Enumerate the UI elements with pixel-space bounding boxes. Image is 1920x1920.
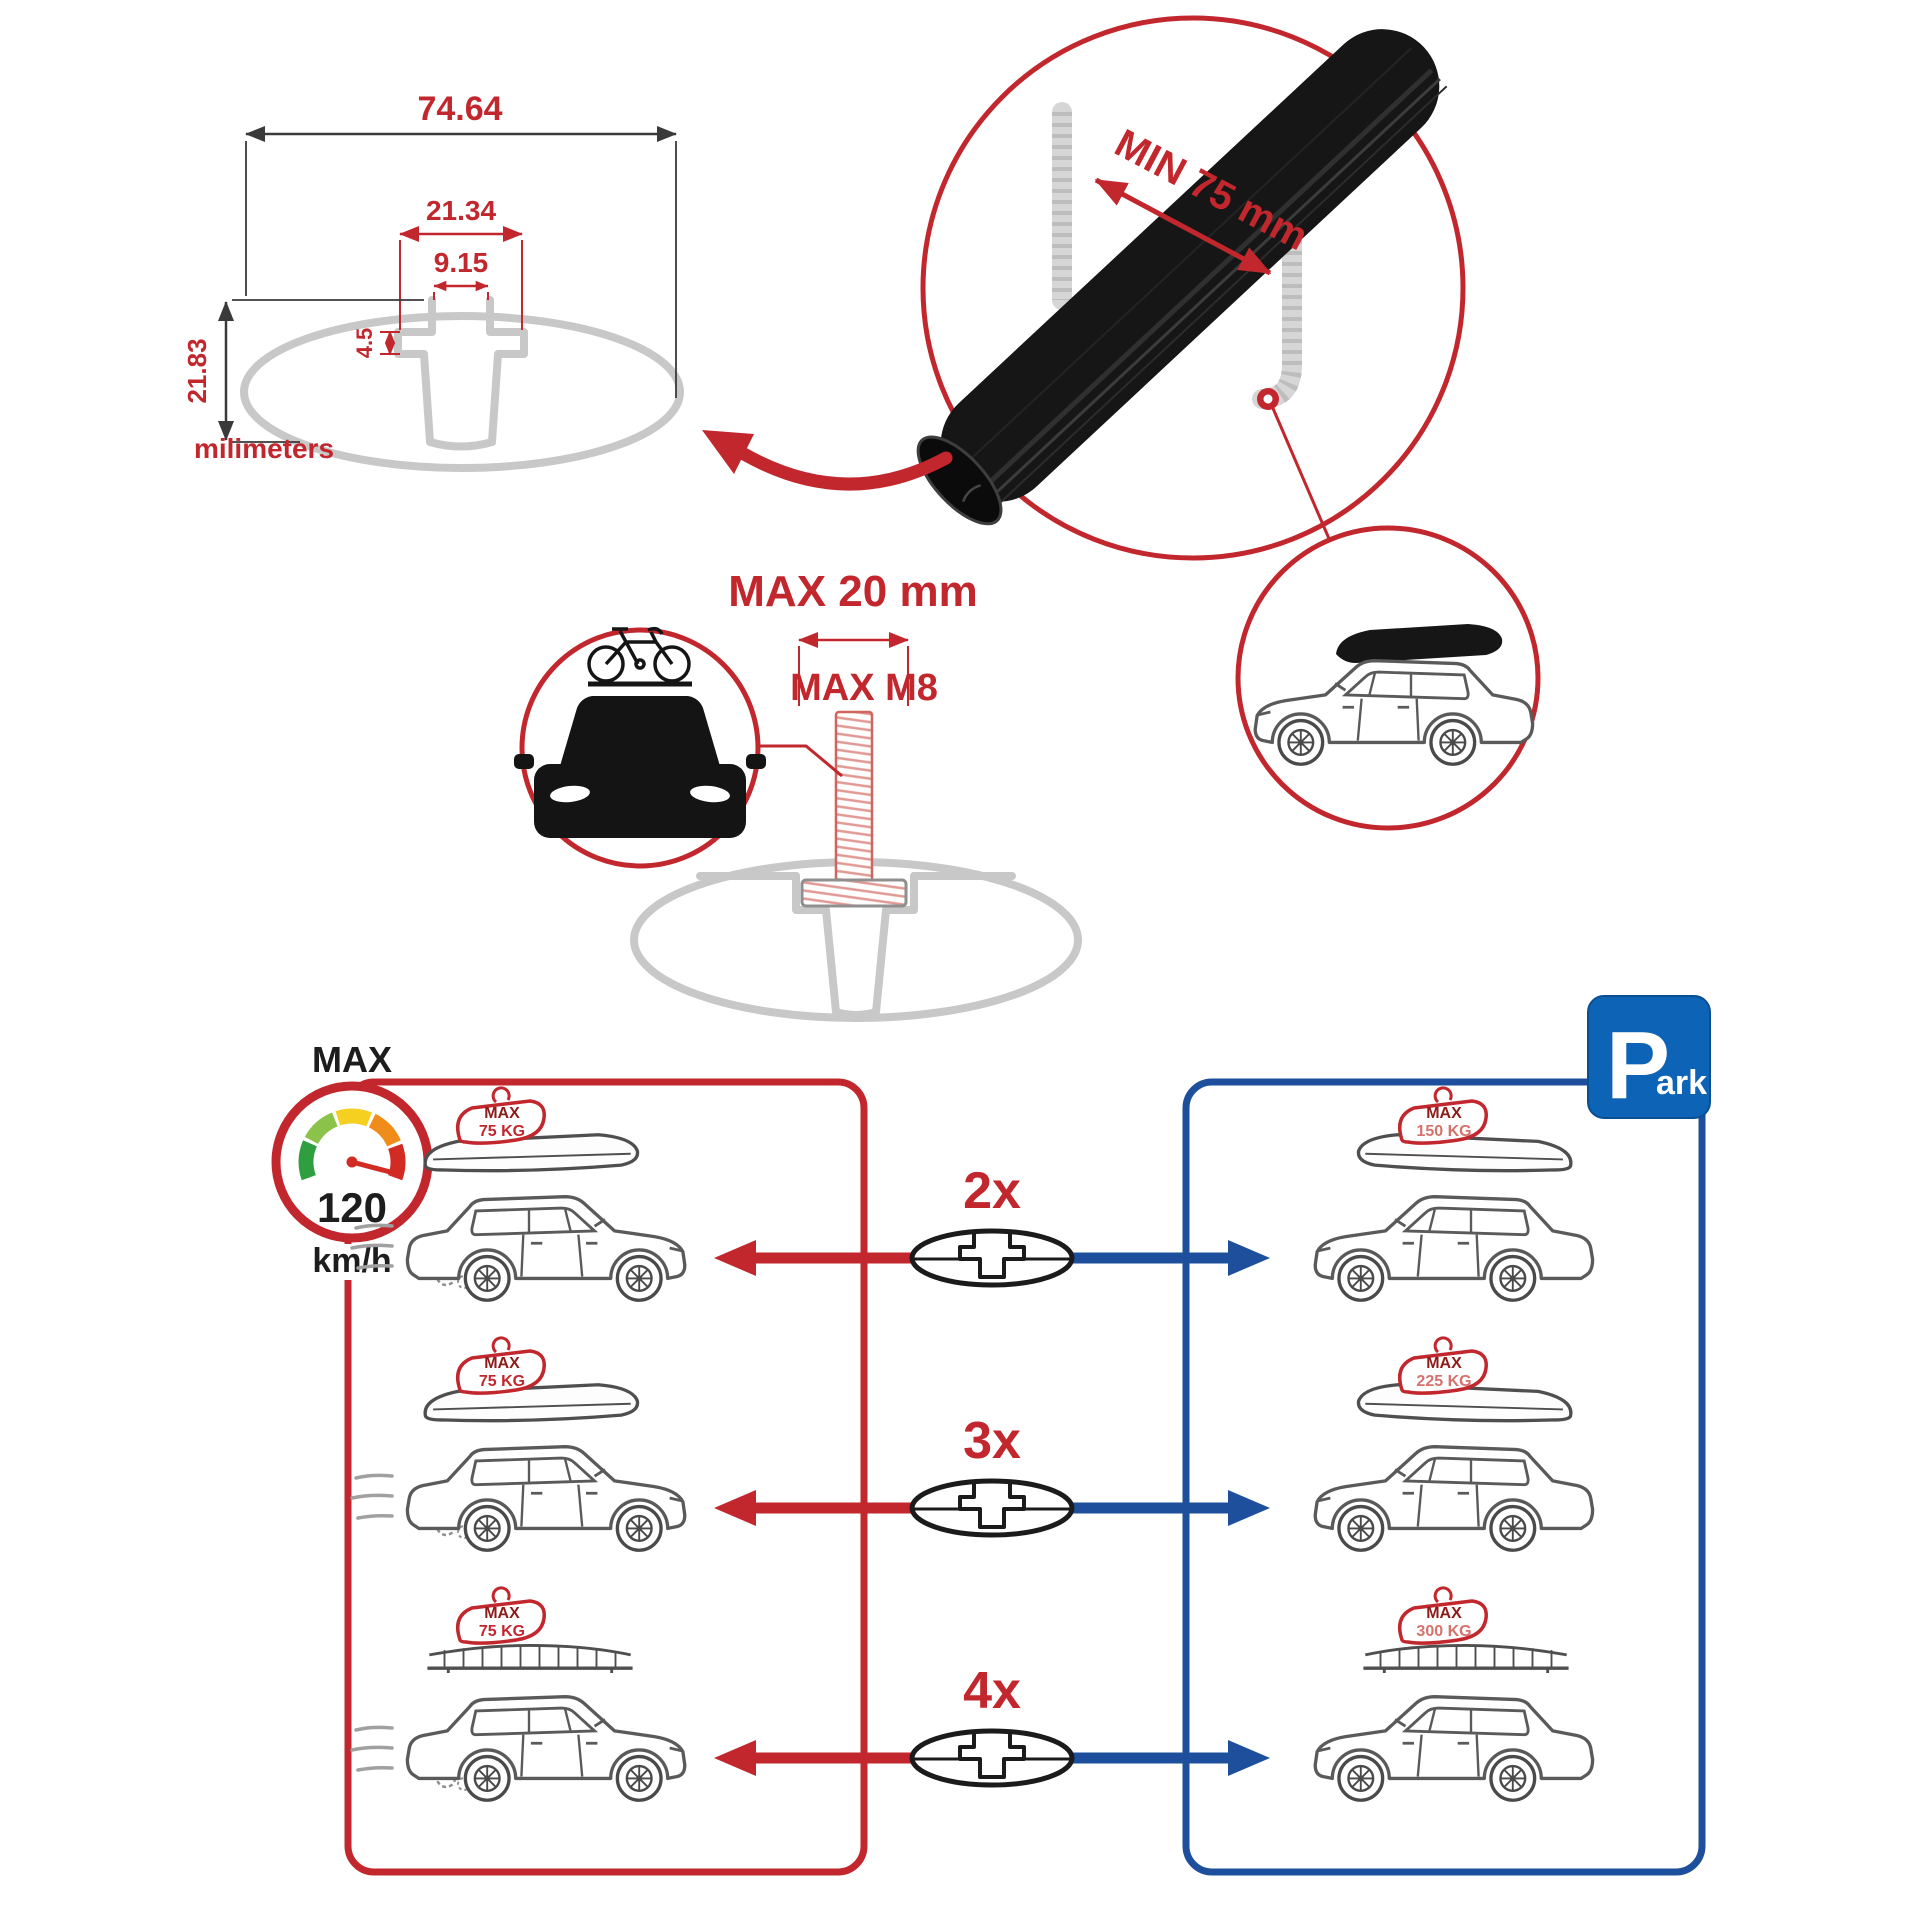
unit-label: milimeters xyxy=(194,433,334,464)
badge-max-label: MAX xyxy=(484,1605,520,1622)
crossbar-section-icon xyxy=(912,1231,1072,1285)
badge-load-value: 75 KG xyxy=(479,1373,525,1390)
badge-max-label: MAX xyxy=(484,1105,520,1122)
multiplier-row-3: 4x xyxy=(714,1662,1270,1785)
parked-row-2: MAX 225 KG xyxy=(1313,1336,1595,1552)
badge-load-value: 75 KG xyxy=(479,1123,525,1140)
max-width-ticks xyxy=(798,646,909,706)
gauge-needle xyxy=(349,1159,397,1176)
bolt-icon xyxy=(800,710,908,908)
badge-max-label: MAX xyxy=(1426,1605,1462,1622)
dim-total-width-ticks xyxy=(245,141,677,398)
badge-max-label: MAX xyxy=(1426,1105,1462,1122)
profile-right-wall xyxy=(486,296,528,446)
parking-sign-rest: ark xyxy=(1656,1064,1707,1102)
dim-outer-slot-label: 21.34 xyxy=(426,195,496,226)
dimension-diagram: 74.64 21.34 9.15 4.5 21.83 milimeters xyxy=(182,90,684,472)
parked-row-1: MAX 150 KG xyxy=(1313,1086,1595,1302)
crossbar-section-icon xyxy=(912,1731,1072,1785)
multiplier-label: 2x xyxy=(963,1162,1021,1220)
bolt-leader-line xyxy=(758,744,843,778)
parking-sign: P ark xyxy=(1587,995,1711,1119)
driving-row-2: MAX 75 KG xyxy=(350,1336,687,1552)
multiplier-label: 3x xyxy=(963,1412,1021,1470)
speed-max-label: MAX xyxy=(312,1039,392,1080)
black-roofbox-icon xyxy=(1336,624,1503,663)
multiplier-row-1: 2x xyxy=(714,1162,1270,1285)
badge-load-value: 300 KG xyxy=(1416,1623,1471,1640)
bolt-detail: MAX 20 mm MAX M8 xyxy=(630,567,1082,1022)
speed-value: 120 xyxy=(317,1184,387,1231)
dim-outer-slot-ticks xyxy=(399,240,523,330)
badge-load-value: 150 KG xyxy=(1416,1123,1471,1140)
curved-arrow-icon xyxy=(702,430,953,491)
profile-left-wall xyxy=(394,296,436,446)
headlight-left-icon xyxy=(550,785,590,803)
profile-ellipse xyxy=(240,312,684,472)
dim-height-ticks xyxy=(232,299,424,443)
parking-sign-letter: P xyxy=(1606,1012,1670,1119)
min-width-arrow xyxy=(1094,177,1272,276)
headlight-right-icon xyxy=(690,785,730,803)
car-front-icon xyxy=(514,696,766,838)
badge-load-value: 75 KG xyxy=(479,1623,525,1640)
dim-height-label: 21.83 xyxy=(182,338,212,403)
roofbox-icon xyxy=(423,1133,640,1173)
dim-total-width-label: 74.64 xyxy=(417,90,502,128)
max-thread-label: MAX M8 xyxy=(790,667,938,709)
detail-circle xyxy=(920,15,1466,561)
dim-inner-slot-label: 9.15 xyxy=(434,247,489,278)
badge-max-label: MAX xyxy=(1426,1355,1462,1372)
dim-lip-ticks xyxy=(380,331,400,355)
badge-max-label: MAX xyxy=(484,1355,520,1372)
driving-row-3: MAX 75 KG xyxy=(350,1586,687,1802)
crossbar-detail: MIN 75 mm xyxy=(702,15,1466,561)
crossbar-section-icon xyxy=(912,1481,1072,1535)
dim-lip-label: 4.5 xyxy=(352,328,377,359)
bicycle-icon xyxy=(587,626,692,687)
crossbar-icon xyxy=(916,29,1448,526)
multiplier-row-2: 3x xyxy=(714,1412,1270,1535)
multiplier-label: 4x xyxy=(963,1662,1021,1720)
bike-carrier-detail xyxy=(514,626,766,869)
speedometer-icon: MAX 120 km/h xyxy=(271,1039,433,1280)
dim-inner-slot-ticks xyxy=(433,292,489,300)
badge-load-value: 225 KG xyxy=(1416,1373,1471,1390)
driving-row-1: MAX 75 KG xyxy=(350,1086,687,1302)
parked-row-3: MAX 300 KG xyxy=(1313,1586,1595,1802)
max-width-label: MAX 20 mm xyxy=(728,567,977,616)
roofbox-icon xyxy=(423,1383,640,1423)
profile-bottom xyxy=(426,438,496,451)
callout-line xyxy=(1270,405,1332,542)
suv-detail xyxy=(1235,525,1541,831)
